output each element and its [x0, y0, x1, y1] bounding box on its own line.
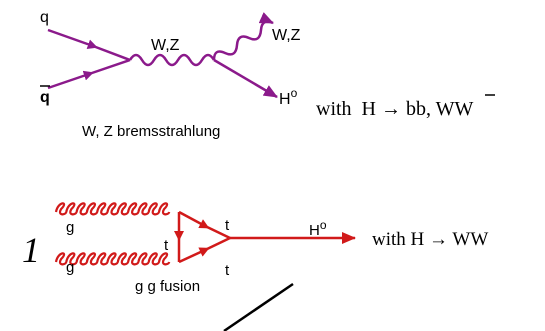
- top-loop-upper-rest: [204, 224, 231, 240]
- wz-bremsstrahlung-diagram: q q W,Z W,Z Ho W, Z bremsstrahlung with …: [40, 9, 495, 140]
- gluon-top-label: g: [66, 219, 74, 236]
- higgs-label-top-sup: o: [291, 86, 298, 100]
- caption-top: W, Z bremsstrahlung: [82, 123, 220, 140]
- top-loop-lower: [178, 247, 210, 264]
- gluon-top-curly: [54, 202, 171, 216]
- gluon-bottom-curly: [54, 252, 171, 266]
- quark-label: q: [40, 9, 49, 26]
- top-loop-label-lower: t: [225, 262, 230, 279]
- top-loop-lower-rest: [204, 236, 231, 252]
- higgs-label-bottom-main: H: [309, 222, 320, 239]
- caption-bottom: g g fusion: [135, 278, 200, 295]
- decay-text-bottom: with H → WW: [372, 229, 488, 250]
- boson-label-right: W,Z: [272, 27, 301, 44]
- outgoing-wz-wavy: [212, 12, 274, 61]
- higgs-label-top-main: H: [279, 91, 291, 108]
- gg-fusion-diagram: g g t t t Ho g g fusion with H → WW 1: [22, 202, 488, 331]
- gluon-bottom-label: g: [66, 259, 74, 276]
- top-loop-upper: [178, 210, 210, 229]
- margin-glyph: 1: [22, 230, 40, 270]
- antiquark-label: q: [40, 89, 50, 106]
- higgs-label-bottom: Ho: [309, 218, 327, 239]
- black-slash-line: [223, 282, 294, 331]
- boson-label-left: W,Z: [151, 37, 180, 54]
- outgoing-higgs-line: [213, 58, 278, 99]
- top-loop-label-side: t: [164, 237, 169, 254]
- higgs-label-bottom-sup: o: [320, 218, 327, 232]
- top-loop-label-upper: t: [225, 217, 230, 234]
- incoming-antiquark-line: [47, 70, 94, 90]
- incoming-antiquark-line-rest: [88, 58, 131, 76]
- higgs-label-top: Ho: [279, 86, 298, 108]
- decay-text-top: with H → bb, WW: [316, 98, 474, 120]
- wz-propagator-wavy: [128, 53, 216, 67]
- incoming-quark-line-rest: [92, 44, 131, 62]
- incoming-quark-line: [47, 28, 98, 50]
